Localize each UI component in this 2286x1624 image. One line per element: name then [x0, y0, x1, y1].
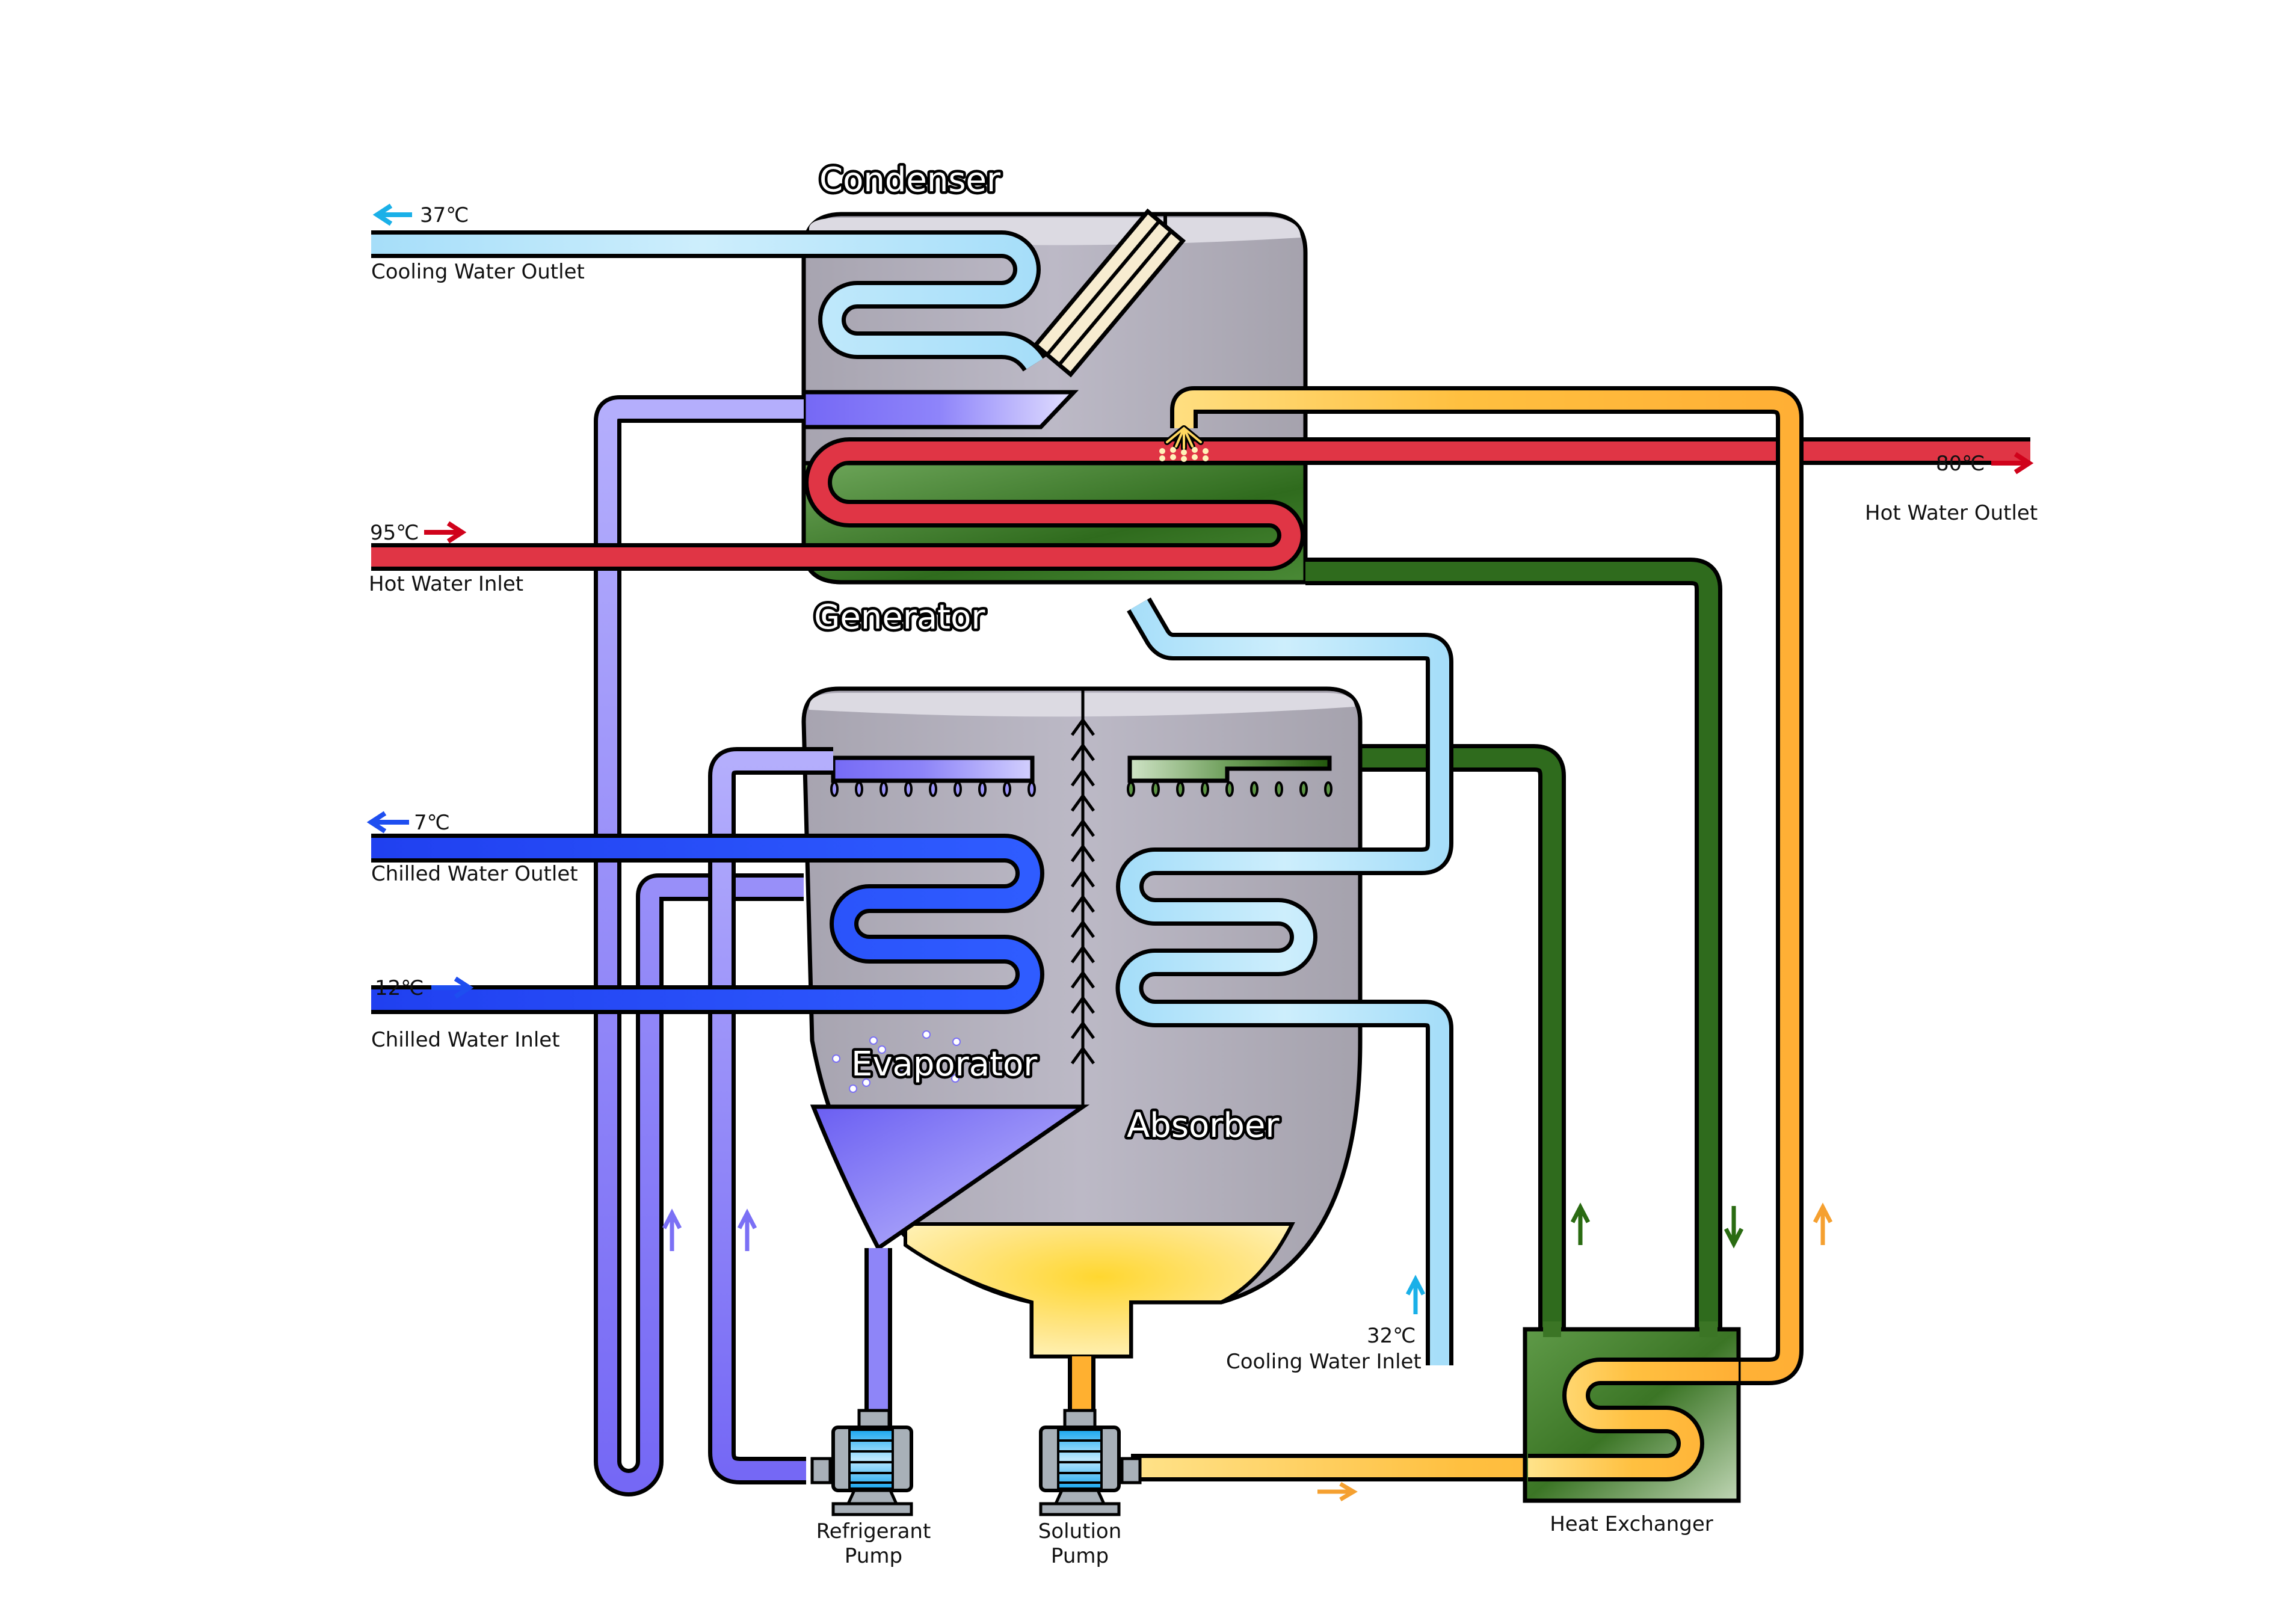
chilled-water-outlet-temp: 7℃: [414, 811, 450, 835]
refrigerant-line-condenser: [594, 395, 804, 1496]
arrow-right-icon: [431, 976, 474, 999]
heat-exchanger: [1523, 1321, 1741, 1503]
solution-pump-label-line1: Solution: [1038, 1519, 1122, 1543]
generator-label: Generator: [814, 598, 985, 637]
refrigerant-pump-label-line1: Refrigerant: [816, 1519, 931, 1543]
flow-arrows: [366, 203, 2034, 1502]
arrow-right-icon: [1317, 1481, 1358, 1502]
cooling-water-inlet-label: Cooling Water Inlet: [1226, 1350, 1422, 1374]
vapor-bubbles-icon: [832, 1030, 961, 1093]
evaporator-label: Evaporator: [851, 1045, 1038, 1084]
eliminator-icon: [1032, 208, 1186, 378]
cooling-water-outlet-label: Cooling Water Outlet: [371, 260, 585, 284]
arrow-left-icon: [372, 203, 412, 226]
hot-water-generator-coil: [371, 437, 2030, 571]
arrow-left-icon: [366, 811, 409, 834]
arrow-right-icon: [1991, 452, 2034, 475]
arrow-up-icon: [737, 1208, 757, 1251]
chilled-water-inlet-temp: 12℃: [375, 976, 424, 1000]
evaporator-spray-header: [830, 755, 1036, 797]
absorber-label: Absorber: [1127, 1106, 1280, 1145]
refrigerant-pump-icon: [810, 1409, 913, 1516]
arrow-down-icon: [1724, 1206, 1744, 1249]
heat-exchanger-label: Heat Exchanger: [1550, 1512, 1713, 1536]
hot-water-outlet-temp: 80℃: [1936, 452, 1985, 476]
condenser-label: Condenser: [819, 161, 1001, 200]
cooling-water-condenser-coil: [371, 230, 1047, 372]
chilled-water-outlet-label: Chilled Water Outlet: [371, 862, 578, 886]
arrow-up-icon: [1570, 1202, 1591, 1245]
refrigerant-pump-label-line2: Pump: [845, 1544, 902, 1568]
absorber-solution-pool: [904, 1222, 1295, 1358]
arrow-up-icon: [662, 1208, 682, 1251]
strong-solution-line: [1305, 558, 1722, 1335]
absorber-spray-header: [1127, 755, 1332, 797]
hot-water-inlet-temp: 95℃: [370, 521, 419, 545]
cooling-water-inlet-temp: 32℃: [1367, 1324, 1416, 1348]
generator-spray-nozzle-icon: [1159, 425, 1209, 462]
eliminator-chevrons-icon: [1070, 717, 1095, 1065]
arrow-up-icon: [1813, 1202, 1833, 1245]
hot-water-inlet-label: Hot Water Inlet: [369, 572, 523, 596]
chilled-water-inlet-label: Chilled Water Inlet: [371, 1028, 560, 1052]
refrigerant-recirculation-line: [708, 747, 892, 1484]
arrow-right-icon: [424, 521, 467, 544]
hot-water-outlet-label: Hot Water Outlet: [1865, 501, 2038, 525]
cooling-water-outlet-temp: 37℃: [420, 203, 469, 227]
condenser-refrigerant-tray: [801, 390, 1079, 429]
solution-pump-label-line2: Pump: [1051, 1544, 1109, 1568]
cooling-water-absorber-coil: [1115, 597, 1453, 1365]
arrow-up-icon: [1405, 1275, 1426, 1314]
evaporator-refrigerant-pool: [810, 1104, 1090, 1252]
solution-pump-icon: [1039, 1409, 1142, 1516]
chilled-water-evaporator-coil: [371, 834, 1044, 1014]
